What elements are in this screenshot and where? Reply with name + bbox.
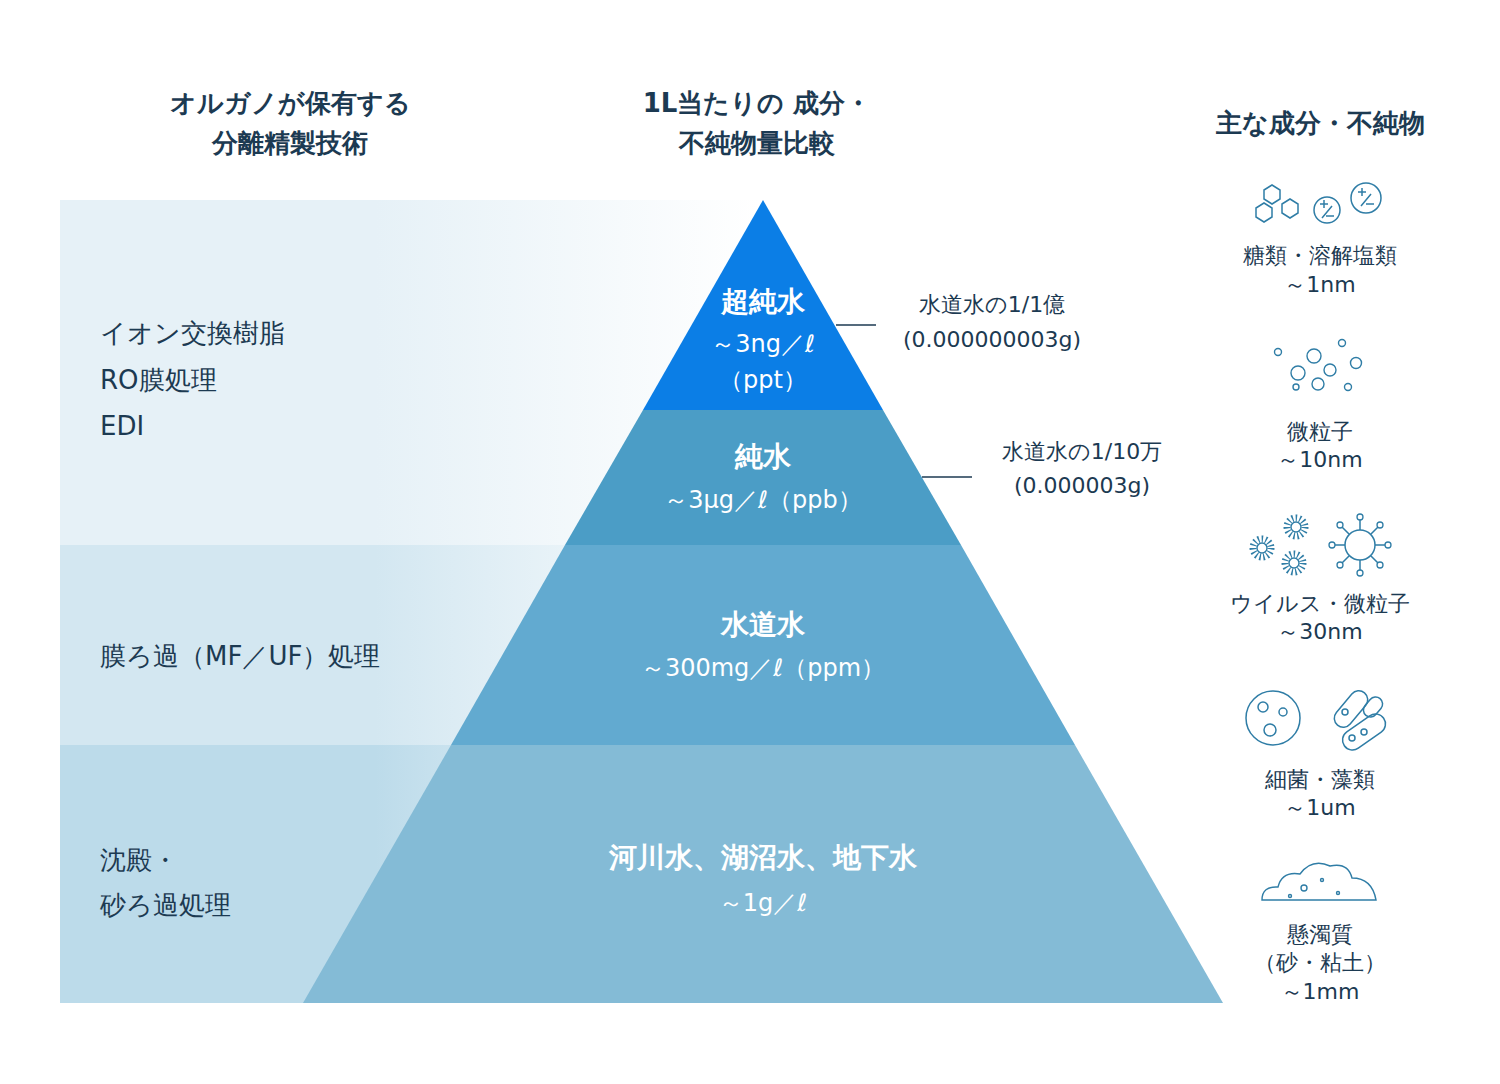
pyramid-tier: 超純水 ～3ng／ℓ （ppt） [643, 200, 883, 410]
impurity-name: 糖類・溶解塩類 [1243, 242, 1397, 270]
tier-fill [565, 410, 961, 545]
node-heading: 純水 [735, 439, 791, 475]
sugar-salt-icon [1256, 183, 1381, 223]
impurity-size: ～1nm [1284, 271, 1355, 299]
virus-tip [1329, 542, 1335, 548]
impurity-name: 懸濁質 [1287, 921, 1353, 949]
sediment-icon [1262, 863, 1376, 900]
virus-body [1291, 522, 1301, 532]
callout-note: 水道水の1/10万 (0.000003g) [982, 435, 1182, 503]
impurity-size: ～1mm [1281, 978, 1360, 1006]
node-heading: 水道水 [721, 607, 805, 643]
virus-body [1289, 558, 1299, 568]
impurity-name: 細菌・藻類 [1265, 766, 1375, 794]
node-heading: イオン交換樹脂 [100, 315, 285, 351]
particle-icon [1275, 340, 1362, 391]
leader-line [922, 476, 972, 477]
bacillus-shape [1331, 687, 1372, 731]
hexagon-symbol [1256, 203, 1272, 222]
virus-tip [1357, 570, 1363, 576]
bacillus-shape [1361, 694, 1386, 720]
cell-organelle [1342, 709, 1348, 715]
callout-note: 水道水の1/1億 (0.000000003g) [887, 287, 1097, 357]
bacillus-shape [1339, 710, 1390, 754]
column-heading: 1L当たりの 成分・不純物量比較 [627, 83, 887, 163]
cell-body [1246, 691, 1300, 745]
pyramid-tier: 河川水、湖沼水、地下水 ～1g／ℓ [303, 745, 1223, 1003]
node-heading: 膜ろ過（MF／UF）処理 [100, 638, 380, 674]
particle-dot [1275, 349, 1282, 356]
node-value: ～3µg／ℓ（ppb） [664, 482, 861, 518]
node-value: EDI [100, 408, 144, 444]
hexagon-symbol [1282, 199, 1298, 218]
impurity-name: ウイルス・微粒子 [1230, 590, 1410, 618]
virus-body [1257, 543, 1267, 553]
impurity-size: ～1um [1284, 794, 1355, 822]
virus-tip [1357, 514, 1363, 520]
virus-tip [1377, 522, 1383, 528]
virus-tip [1377, 562, 1383, 568]
ion-circle [1351, 183, 1381, 213]
cell-organelle [1279, 708, 1287, 716]
particle-dot [1345, 384, 1352, 391]
node-value: ～3ng／ℓ （ppt） [698, 326, 828, 398]
node-heading: 沈殿・ 砂ろ過処理 [100, 838, 290, 928]
cell-organelle [1361, 729, 1367, 735]
cell-organelle [1264, 724, 1276, 736]
tier-fill [451, 545, 1075, 745]
ion-circle [1314, 197, 1340, 223]
impurity-size: ～10nm [1277, 446, 1362, 474]
particle-dot [1351, 358, 1362, 369]
cell-organelle [1349, 735, 1355, 741]
tier-shape [451, 545, 1075, 745]
column-heading: オルガノが保有する 分離精製技術 [155, 83, 425, 163]
ion-sign [1320, 200, 1334, 218]
node-value: ～1g／ℓ [719, 885, 807, 921]
node-value: RO膜処理 [100, 362, 217, 398]
virus-body [1345, 530, 1375, 560]
virus-tip [1337, 562, 1343, 568]
virus-tip [1385, 542, 1391, 548]
impurity-size: ～30nm [1277, 618, 1362, 646]
pyramid-tier: 純水 ～3µg／ℓ（ppb） [565, 410, 961, 545]
particle-dot [1293, 384, 1299, 390]
sediment-grain [1321, 879, 1324, 882]
virus-spikes [1287, 518, 1305, 536]
sediment-grain [1301, 885, 1307, 891]
virus-stalks [1335, 520, 1385, 570]
particle-dot [1312, 378, 1324, 390]
virus-tips [1329, 514, 1391, 576]
sediment-grain [1337, 892, 1340, 895]
particle-dot [1324, 364, 1336, 376]
particle-dot [1291, 366, 1305, 380]
cloud-shape [1262, 863, 1376, 900]
ion-sign [1358, 188, 1374, 206]
node-value: ～300mg／ℓ（ppm） [641, 650, 885, 686]
leader-line [836, 324, 876, 325]
virus-tip [1337, 522, 1343, 528]
sediment-grain [1289, 895, 1292, 898]
particle-dot [1307, 349, 1321, 363]
tier-fill [643, 200, 883, 410]
cell-organelle [1258, 702, 1268, 712]
tier-fill [303, 745, 1223, 1003]
tier-shape [565, 410, 961, 545]
particle-dot [1339, 340, 1346, 347]
pyramid-tier: 水道水 ～300mg／ℓ（ppm） [451, 545, 1075, 745]
virus-icon [1253, 514, 1391, 576]
virus-spikes [1285, 554, 1303, 572]
node-heading: 超純水 [721, 284, 805, 320]
node-heading: 河川水、湖沼水、地下水 [609, 840, 917, 876]
hexagon-symbol [1264, 185, 1280, 204]
virus-spikes [1253, 539, 1271, 557]
column-heading: 主な成分・不純物 [1180, 105, 1460, 141]
impurity-name: （砂・粘土） [1254, 949, 1386, 977]
bacteria-icon [1246, 687, 1389, 754]
impurity-name: 微粒子 [1287, 418, 1353, 446]
